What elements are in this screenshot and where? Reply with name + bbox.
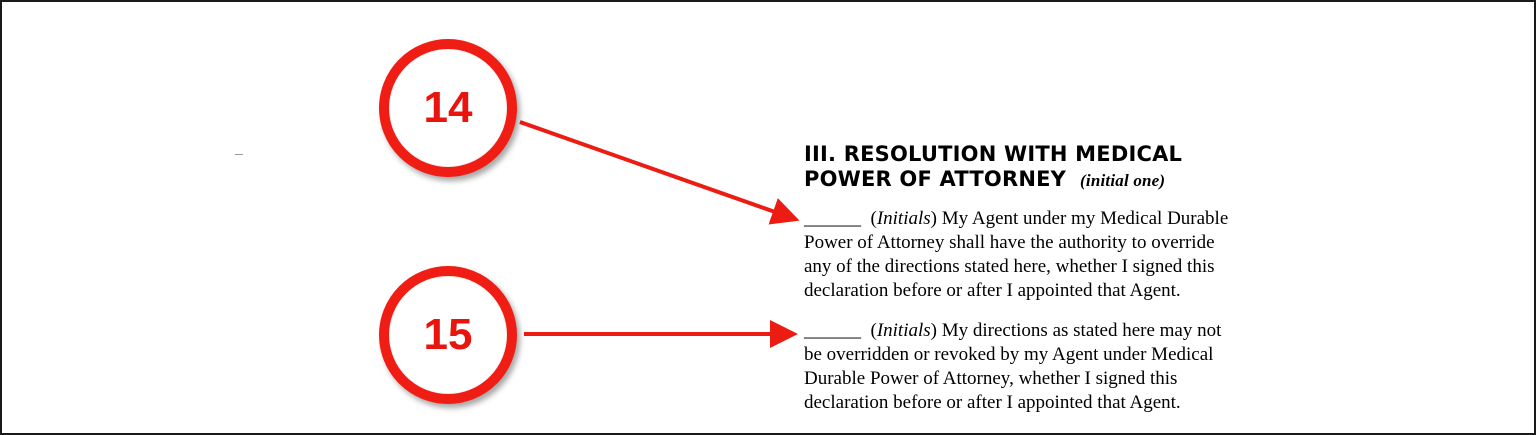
initials-label: Initials [876,208,931,229]
option-text: My directions as stated here may not [941,320,1222,341]
callout-15: 15 [379,266,517,404]
option-line-4: declaration before or after I appointed … [804,280,1181,301]
callout-14: 14 [379,39,517,177]
section-heading: III. RESOLUTION WITH MEDICAL POWER OF AT… [804,142,1182,193]
initials-blank[interactable]: ______ [804,208,861,229]
initials-blank[interactable]: ______ [804,320,861,341]
callout-number: 15 [423,310,473,359]
option-line-4: declaration before or after I appointed … [804,392,1181,413]
heading-line-1: III. RESOLUTION WITH MEDICAL [804,142,1183,166]
heading-line-2-text: POWER OF ATTORNEY [804,167,1067,191]
option-line-3: any of the directions stated here, wheth… [804,256,1215,277]
initials-label: Initials [876,320,931,341]
option-line-3: Durable Power of Attorney, whether I sig… [804,368,1178,389]
heading-line-2: POWER OF ATTORNEY (initial one) [804,167,1182,193]
option-line-2: Power of Attorney shall have the authori… [804,232,1215,253]
option-line-1: ______ (Initials) My Agent under my Medi… [804,208,1229,229]
stray-mark [235,154,243,155]
option-override-authority: ______ (Initials) My Agent under my Medi… [804,207,1504,303]
option-line-2: be overridden or revoked by my Agent und… [804,344,1214,365]
heading-note: (initial one) [1080,171,1166,190]
option-line-1: ______ (Initials) My directions as state… [804,320,1222,341]
arrow-14 [519,120,800,225]
option-text: My Agent under my Medical Durable [941,208,1229,229]
callout-number: 14 [423,83,473,132]
option-no-override: ______ (Initials) My directions as state… [804,319,1504,415]
